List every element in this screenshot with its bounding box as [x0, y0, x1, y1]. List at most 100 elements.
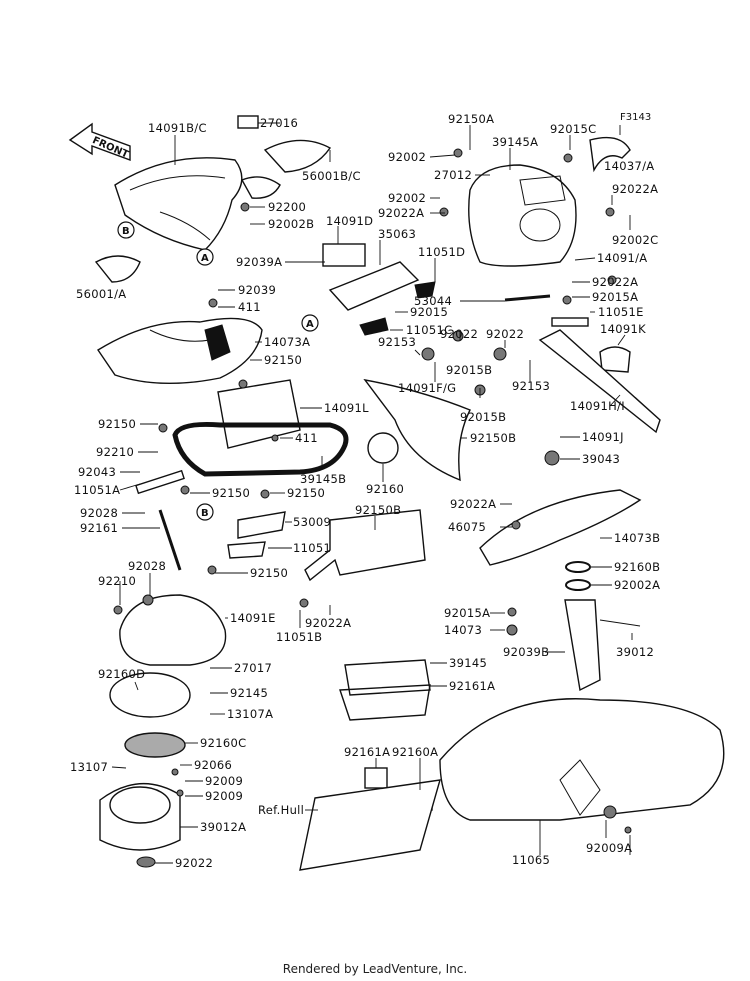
footer-credit: Rendered by LeadVenture, Inc. — [282, 962, 468, 976]
part-label-92210-a: 92210 — [96, 445, 134, 459]
bumper-part — [479, 489, 642, 566]
part-label-92022-b: 92022 — [440, 327, 478, 341]
hull-fitting — [559, 759, 601, 816]
part-label-11051A: 11051A — [74, 483, 120, 497]
part-label-11051: 11051 — [293, 541, 331, 555]
clamp-b-part — [565, 561, 591, 573]
part-label-92039B: 39012 — [616, 645, 654, 659]
front-arrow: FRONT — [68, 122, 131, 162]
part-label-92160A: Ref.Hull — [258, 803, 304, 817]
part-label-92210-b: 92210 — [98, 574, 136, 588]
part-label-92002-a: 92002 — [388, 150, 426, 164]
part-label-11065: 92009A — [586, 841, 632, 855]
part-label-14073B: 92160B — [614, 560, 660, 574]
part-label-14091L: 14091L — [324, 401, 369, 415]
steering-pad-part — [97, 317, 263, 385]
lid-pad-part — [109, 672, 191, 718]
part-label-92145: 92145 — [230, 686, 268, 700]
part-label-92160: 39043 — [582, 452, 620, 466]
part-label-92015C: 92015C — [550, 122, 596, 136]
part-label-92150B: 14091J — [582, 430, 624, 444]
part-label-14091F-G: 92150B — [470, 431, 516, 445]
part-label-92161A-b: 92160A — [392, 745, 438, 759]
part-label-39145B: 39145B — [300, 472, 346, 486]
part-label-92015B-2: 92015B — [460, 410, 506, 424]
part-label-14037-A: 14037/A — [604, 159, 654, 173]
part-label-92028-b: 92028 — [128, 559, 166, 573]
sheet-part — [299, 779, 441, 871]
svg-text:A: A — [306, 319, 314, 330]
part-label-ref-hull: 11065 — [512, 853, 550, 867]
part-label-92022-c: 92022 — [486, 327, 524, 341]
part-label-92009-b: 92009 — [205, 789, 243, 803]
callout-A-2: A — [301, 314, 319, 332]
part-label-92022A-a: 92022A — [378, 206, 424, 220]
part-label-92028-a: 92028 — [80, 506, 118, 520]
storage-lid-part — [119, 594, 227, 666]
hinge-lower-part — [227, 541, 266, 559]
part-label-92161: 92161 — [80, 521, 118, 535]
mount-plate-part — [304, 509, 426, 582]
cover-c-part — [359, 317, 389, 336]
part-label-14091-A: 14091/A — [597, 251, 647, 265]
part-label-92022-a: 92022 — [175, 856, 213, 870]
part-label-11051B: 92022A — [305, 616, 351, 630]
part-label-56001B-C: 56001B/C — [302, 169, 361, 183]
callout-B-2: B — [196, 503, 214, 521]
rail-part — [538, 329, 661, 434]
trim-piece-part — [589, 136, 631, 173]
rod-part — [504, 294, 551, 302]
part-label-411-a: 411 — [238, 300, 261, 314]
part-label-39145A: 39145A — [492, 135, 538, 149]
part-label-27012: 27012 — [434, 168, 472, 182]
part-label-92015A-b: 14073 — [444, 623, 482, 637]
instrument-housing-part — [468, 164, 577, 267]
part-label-92043: 92043 — [78, 465, 116, 479]
cap-part — [599, 346, 631, 373]
part-label-92022A-c: 92022A — [592, 275, 638, 289]
part-label-11051E: 11051E — [598, 305, 644, 319]
mirror-pad-part — [241, 139, 332, 199]
pad-a1-part — [364, 767, 388, 789]
part-label-92022A-d: 46075 — [448, 520, 486, 534]
part-label-92150-b: 92150 — [98, 417, 136, 431]
part-label-92160D: 92160D — [98, 667, 145, 681]
part-label-92022A-b: 92022A — [612, 182, 658, 196]
side-panel-part — [363, 378, 471, 482]
part-label-92039: 92039 — [238, 283, 276, 297]
part-label-27016: 27016 — [260, 116, 298, 130]
part-label-11051D: 11051D — [418, 245, 465, 259]
part-label-411-b: 411 — [295, 431, 318, 445]
gasket-part — [124, 732, 186, 758]
part-label-92015: 92015 — [410, 305, 448, 319]
part-label-92160B: 92002A — [614, 578, 660, 592]
part-label-92153-a: 92153 — [378, 335, 416, 349]
part-label-92015A: 92015A — [592, 290, 638, 304]
part-label-92009-a: 92009 — [205, 774, 243, 788]
latch-part — [237, 115, 259, 129]
duct-hose-part — [564, 599, 601, 692]
part-label-92015B: 92015B — [446, 363, 492, 377]
seal-ring-part — [172, 422, 349, 477]
callout-A-1: A — [196, 248, 214, 266]
seal-b-part — [565, 579, 591, 591]
part-label-56001-A: 56001/A — [76, 287, 126, 301]
part-label-92200: 92200 — [268, 200, 306, 214]
svg-text:B: B — [122, 226, 130, 237]
part-label-53009: 53009 — [293, 515, 331, 529]
part-label-92002-b: 92002 — [388, 191, 426, 205]
pin-part — [599, 619, 641, 627]
part-label-53044: 53044 — [414, 294, 452, 308]
part-label-92150-d: 92150 — [287, 486, 325, 500]
part-label-92022A-e: 92015A — [444, 606, 490, 620]
part-label-14091D: 14091D — [326, 214, 373, 228]
part-label-13107A: 13107A — [227, 707, 273, 721]
part-label-27017: 27017 — [234, 661, 272, 675]
bucket-part — [344, 659, 431, 696]
pad-part — [94, 255, 141, 283]
part-label-11051C: 11051C — [406, 323, 452, 337]
fasteners — [113, 148, 632, 834]
svg-text:B: B — [201, 508, 209, 519]
part-label-35063: 35063 — [378, 227, 416, 241]
trim-ring-part — [367, 432, 399, 464]
